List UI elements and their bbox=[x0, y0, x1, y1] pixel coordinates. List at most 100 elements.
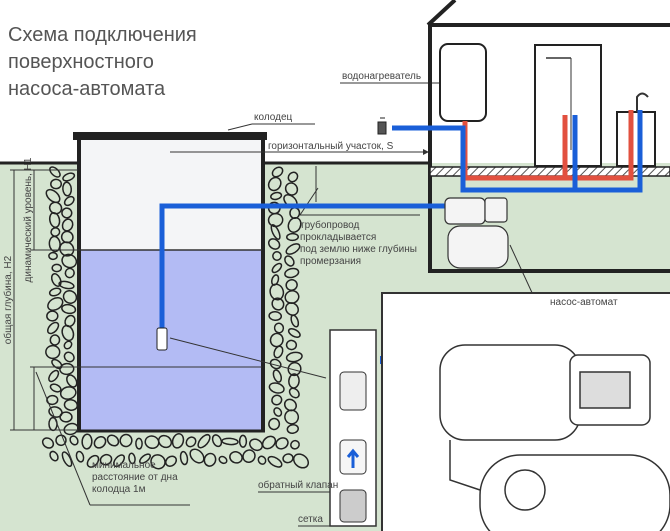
stone bbox=[59, 362, 75, 376]
stone bbox=[218, 455, 228, 465]
stone bbox=[275, 437, 289, 450]
stone bbox=[288, 387, 300, 399]
stone bbox=[45, 344, 61, 360]
stone bbox=[270, 191, 283, 201]
stone bbox=[267, 455, 283, 468]
stone bbox=[211, 434, 223, 448]
stone bbox=[261, 435, 277, 450]
label-min-distance: колодца 1м bbox=[92, 484, 146, 495]
stone bbox=[63, 351, 75, 363]
stone bbox=[144, 435, 160, 450]
stone bbox=[221, 437, 239, 446]
stone bbox=[61, 451, 73, 468]
stone bbox=[203, 452, 217, 467]
stone bbox=[66, 374, 78, 388]
stone bbox=[112, 454, 126, 468]
stone bbox=[62, 172, 76, 182]
stone bbox=[229, 451, 243, 464]
stone bbox=[285, 243, 301, 255]
stone bbox=[49, 383, 62, 393]
shower-cabin bbox=[534, 44, 602, 167]
stone bbox=[285, 351, 303, 363]
stone bbox=[50, 178, 63, 190]
stone bbox=[41, 437, 55, 449]
stone bbox=[284, 409, 300, 425]
stone bbox=[238, 434, 248, 448]
stone bbox=[99, 453, 113, 466]
stone bbox=[270, 224, 281, 240]
house bbox=[426, 0, 670, 273]
stone bbox=[285, 339, 298, 351]
stone bbox=[50, 227, 61, 237]
stone bbox=[45, 188, 61, 204]
label-pump: насос-автомат bbox=[550, 297, 618, 308]
stone bbox=[290, 314, 300, 328]
stone bbox=[171, 433, 185, 449]
stone bbox=[63, 399, 79, 411]
stone bbox=[287, 171, 299, 183]
stone bbox=[267, 176, 282, 192]
stone bbox=[61, 218, 74, 232]
stone bbox=[273, 345, 284, 359]
stone bbox=[164, 455, 178, 467]
faucet-icon bbox=[377, 117, 387, 135]
stone bbox=[61, 303, 77, 315]
title-line: поверхностного bbox=[8, 51, 154, 73]
dimension-lines bbox=[10, 82, 670, 527]
stone bbox=[128, 452, 136, 465]
stone bbox=[59, 386, 77, 400]
stone bbox=[59, 411, 73, 423]
stone bbox=[63, 195, 75, 207]
stone bbox=[242, 449, 256, 464]
coupling-icon bbox=[339, 371, 367, 411]
stone bbox=[272, 369, 283, 383]
stone bbox=[271, 166, 284, 178]
stone bbox=[51, 263, 63, 273]
stone bbox=[282, 453, 294, 464]
stone bbox=[268, 310, 283, 322]
stone bbox=[273, 407, 283, 417]
stone bbox=[81, 433, 93, 450]
stone bbox=[62, 181, 73, 197]
label-pipeline: под землю ниже глубины bbox=[300, 243, 417, 255]
stone bbox=[189, 448, 205, 464]
stone bbox=[75, 450, 85, 463]
stone bbox=[257, 455, 267, 465]
stone bbox=[135, 437, 143, 450]
stone bbox=[271, 394, 283, 406]
stone bbox=[139, 453, 151, 464]
stone bbox=[273, 322, 285, 334]
stone bbox=[287, 217, 302, 233]
stone bbox=[271, 262, 283, 274]
pump-closeup bbox=[381, 292, 670, 531]
stone bbox=[61, 324, 75, 342]
stone bbox=[58, 280, 75, 290]
label-pipeline: прокладывается bbox=[300, 232, 376, 243]
stone bbox=[268, 417, 281, 431]
stone bbox=[290, 439, 300, 450]
stone bbox=[64, 267, 75, 279]
stone bbox=[292, 453, 310, 469]
stone bbox=[286, 232, 300, 242]
stone bbox=[61, 207, 73, 219]
stone bbox=[267, 238, 281, 250]
stone bbox=[197, 433, 211, 449]
stone bbox=[48, 235, 61, 253]
stone bbox=[179, 450, 189, 466]
stone bbox=[249, 438, 263, 452]
title-line: Схема подключения bbox=[8, 24, 197, 46]
stone bbox=[284, 267, 300, 279]
label-pipeline: трубопровод bbox=[300, 219, 360, 231]
stone bbox=[286, 424, 299, 434]
label-total-depth: общая глубина, H2 bbox=[2, 255, 14, 344]
stone bbox=[157, 434, 173, 449]
stone bbox=[49, 334, 61, 346]
stone bbox=[150, 454, 166, 470]
stone bbox=[60, 230, 74, 244]
label-well: колодец bbox=[254, 112, 293, 123]
title-line: насоса-автомата bbox=[8, 78, 166, 100]
stone bbox=[268, 382, 285, 394]
stone bbox=[271, 297, 285, 311]
stone bbox=[106, 434, 120, 447]
